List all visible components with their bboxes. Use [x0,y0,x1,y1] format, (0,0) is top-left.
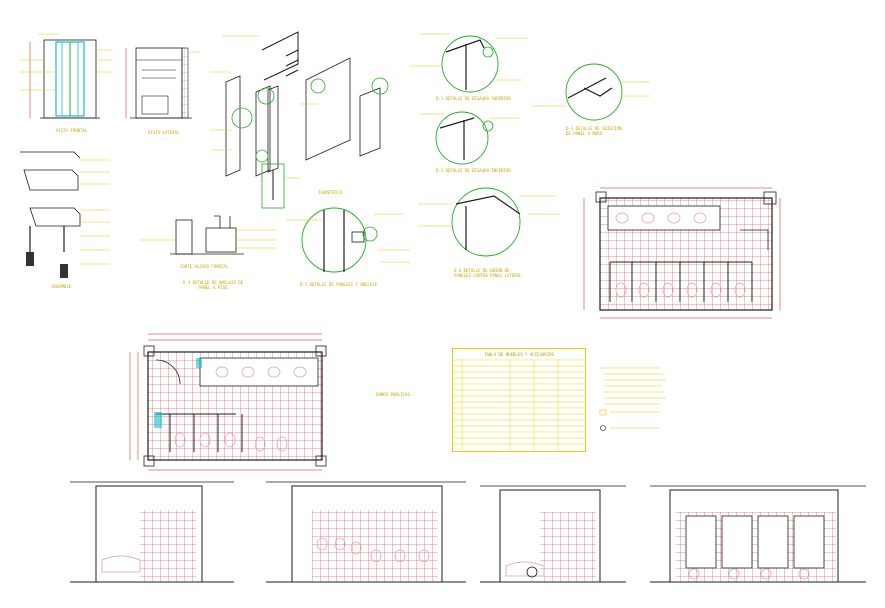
label-vista-frontal: VISTA FRONTAL [56,128,88,133]
fixtures-table: TABLA DE MUEBLES Y ACCESORIOS [452,348,586,452]
restroom-plan-right [583,187,781,319]
assembly-view [20,151,110,278]
elevation-3 [480,485,626,583]
isometric-partition [210,31,389,209]
label-detalle-anclaje: D-4 DETALLE DE ANCLAJE DE PANEL A PISO [182,280,244,290]
panel-union-detail [418,187,560,257]
fixtures-table-title: TABLA DE MUEBLES Y ACCESORIOS [484,352,554,357]
label-detalle-union: D-6 DETALLE DE UNION DE PANELES CONTRA P… [454,268,522,278]
fixtures-table-grid [452,359,586,452]
label-ensamble: ENSAMBLE [52,284,72,289]
label-corte-alzado: CORTE ALZADO FRONTAL [180,264,229,269]
restroom-plan-center [129,333,327,471]
panel-anchor-detail [286,207,410,273]
section-elevation [140,215,276,255]
label-detalle-paneles: D-5 DETALLE DE PANELES Y ANCLAJE [300,282,378,287]
label-detalle-bisagra-inferior: D-2 DETALLE DE BISAGRA INFERIOR [436,168,511,173]
front-view-partition [20,33,112,119]
elevation-4 [650,485,866,583]
label-vista-lateral: VISTA LATERAL [148,130,180,135]
notes-block [599,367,666,431]
elevation-1 [70,481,234,583]
label-planta: BAÑOS PUBLICOS [376,392,410,397]
label-detalle-bisagra-superior: D-1 DETALLE DE BISAGRA SUPERIOR [436,96,511,101]
label-isometrico: ISOMETRICO [318,190,343,195]
hinge-details [410,33,650,165]
elevation-2 [266,481,466,583]
side-view-partition [125,47,200,119]
label-detalle-sujecion: D-3 DETALLE DE SUJECION DE PANEL A MURO [566,126,622,136]
